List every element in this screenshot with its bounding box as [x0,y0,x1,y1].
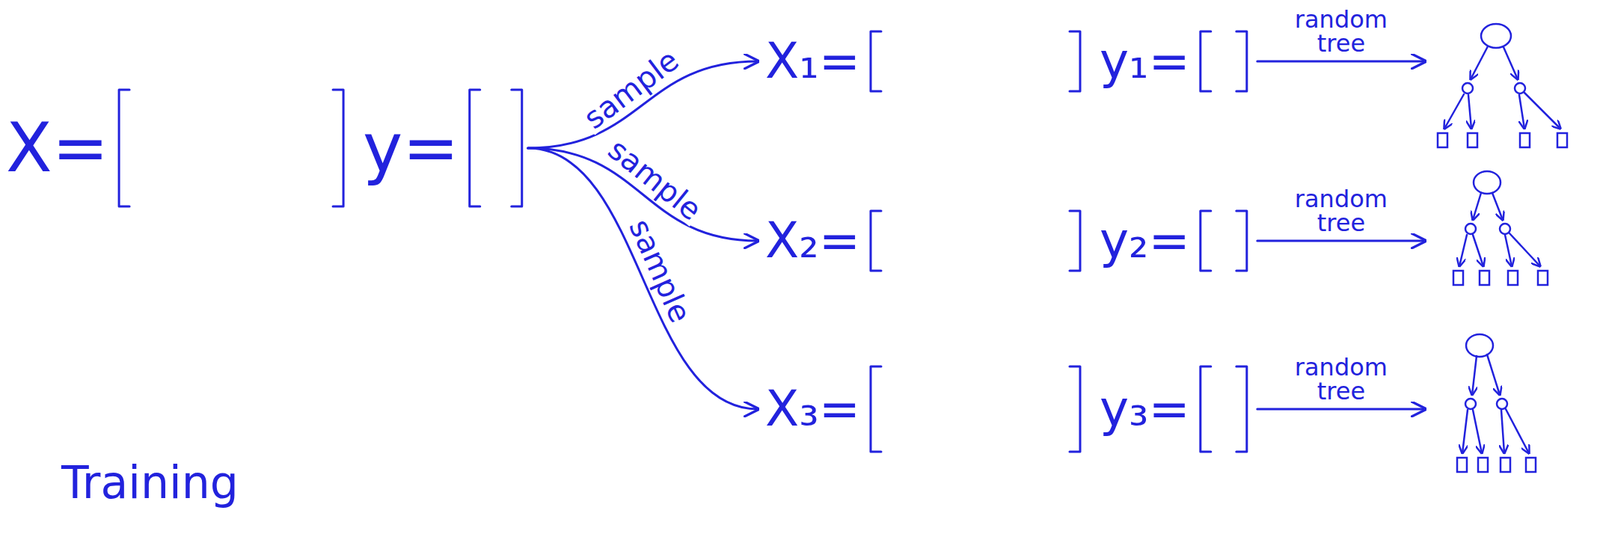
matrix-name: X₁= [765,36,861,87]
decision-tree [1437,23,1568,148]
caption-text: Training [61,460,239,505]
matrix-bracket [870,366,882,452]
matrix-name: X= [5,114,109,182]
matrix-space [1200,29,1247,93]
matrix-bracket [870,31,882,92]
matrix-pair: X₁= y₁= [765,29,1247,93]
matrix-name: y₂= [1099,216,1191,266]
arrow-label: random tree [1288,7,1394,56]
edge-label: sample [576,43,686,136]
matrix-space [118,88,344,208]
decision-tree [1457,334,1536,472]
matrix-space [870,209,1081,273]
matrix-pair: X= y= [5,88,523,208]
matrix-name: X₂= [765,216,861,266]
matrix-bracket [870,210,882,271]
matrix-bracket [1069,210,1081,271]
matrix-space [1200,209,1247,273]
matrix-bracket [1200,366,1212,452]
matrix-bracket [1069,31,1081,92]
matrix-bracket [1200,31,1212,92]
edge-label: sample [623,213,698,330]
arrow-label: random tree [1288,187,1394,235]
matrix-name: X₃= [765,384,861,434]
edge-label: sample [601,132,709,227]
matrix-bracket [1236,366,1247,452]
random-tree-arrow [1257,240,1425,243]
matrix-space [1200,365,1247,454]
matrix-bracket [118,89,130,207]
matrix-pair: X₂= y₂= [765,209,1247,273]
decision-tree [1453,171,1548,285]
matrix-name: y= [362,114,460,182]
matrix-bracket [1069,366,1081,452]
matrix-bracket [1236,210,1247,271]
matrix-bracket [1200,210,1212,271]
matrix-space [469,88,523,208]
matrix-space [870,365,1081,454]
matrix-name: y₃= [1099,384,1191,434]
matrix-bracket [511,89,523,207]
matrix-pair: X₃= y₃= [765,365,1247,454]
matrix-name: y₁= [1099,36,1191,87]
arrow-label: random tree [1288,355,1394,404]
matrix-bracket [1236,31,1247,92]
matrix-bracket [469,89,481,207]
matrix-bracket [332,89,344,207]
random-tree-arrow [1257,408,1425,411]
matrix-space [870,29,1081,93]
random-tree-arrow [1257,60,1425,63]
